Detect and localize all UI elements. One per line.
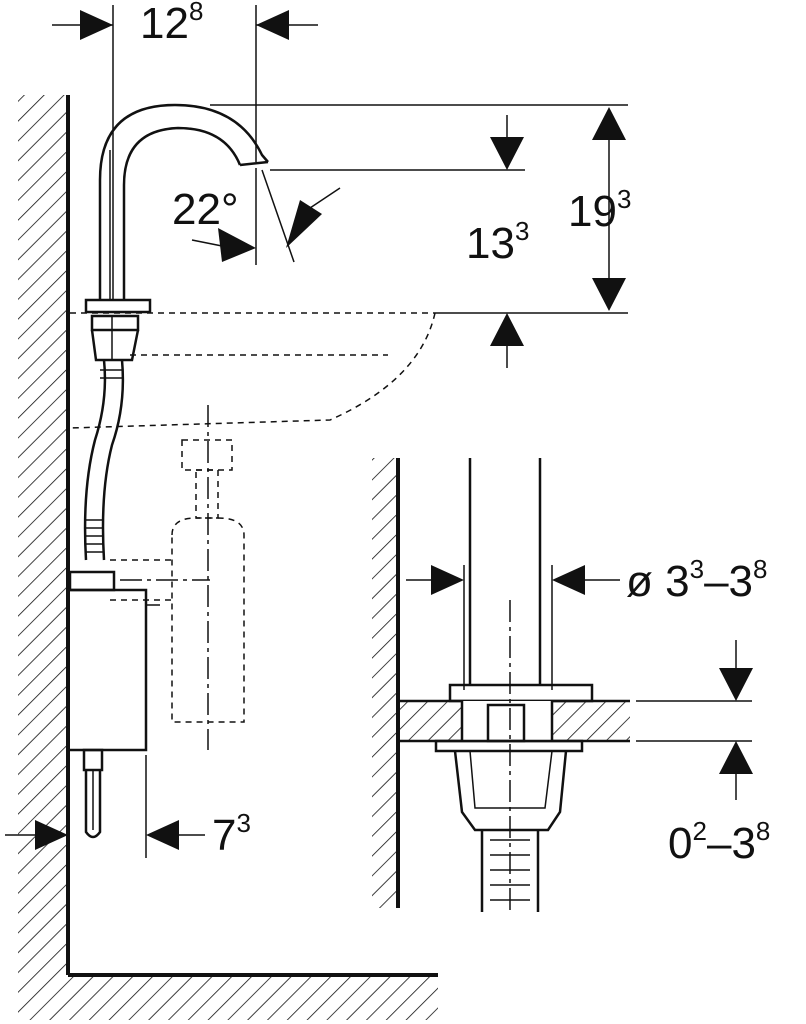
diameter-min: 3 xyxy=(665,557,689,606)
thickness-dash: – xyxy=(707,819,732,868)
thickness-min-sup: 2 xyxy=(692,816,706,846)
dim-spout-angle: 22° xyxy=(172,168,341,265)
reach-value-sup: 8 xyxy=(189,0,203,26)
detail-view xyxy=(372,458,630,915)
box-distance-sup: 3 xyxy=(236,808,250,838)
svg-text:133: 133 xyxy=(466,216,529,268)
thickness-max-sup: 8 xyxy=(756,816,770,846)
outlet-height-sup: 3 xyxy=(515,216,529,246)
hose-ribs xyxy=(86,369,122,553)
reach-value: 12 xyxy=(140,0,189,48)
svg-text:128: 128 xyxy=(140,0,203,48)
floor-hatching xyxy=(18,975,438,1020)
svg-text:02–38: 02–38 xyxy=(668,816,770,868)
control-box xyxy=(66,588,148,752)
total-height-value: 19 xyxy=(568,187,617,236)
dim-box-distance: 73 xyxy=(5,755,251,860)
dim-total-height: 193 xyxy=(210,104,631,314)
diameter-min-sup: 3 xyxy=(690,554,704,584)
thickness-min: 0 xyxy=(668,819,692,868)
svg-text:73: 73 xyxy=(212,808,251,860)
thickness-max: 3 xyxy=(731,819,755,868)
dim-hole-diameter: ø 33–38 xyxy=(406,554,768,690)
dim-outlet-height: 133 xyxy=(270,115,529,368)
svg-text:193: 193 xyxy=(568,184,631,236)
diameter-prefix: ø xyxy=(626,557,665,606)
svg-text:ø 33–38: ø 33–38 xyxy=(626,554,768,606)
dim-deck-thickness: 02–38 xyxy=(636,640,770,868)
outlet-height-value: 13 xyxy=(466,219,515,268)
faucet xyxy=(66,103,269,839)
box-distance-value: 7 xyxy=(212,811,236,860)
total-height-sup: 3 xyxy=(617,184,631,214)
dim-spout-reach: 128 xyxy=(52,0,318,300)
diameter-max: 3 xyxy=(729,557,753,606)
angle-value: 22° xyxy=(172,185,239,234)
diameter-max-sup: 8 xyxy=(753,554,767,584)
diameter-dash: – xyxy=(704,557,729,606)
